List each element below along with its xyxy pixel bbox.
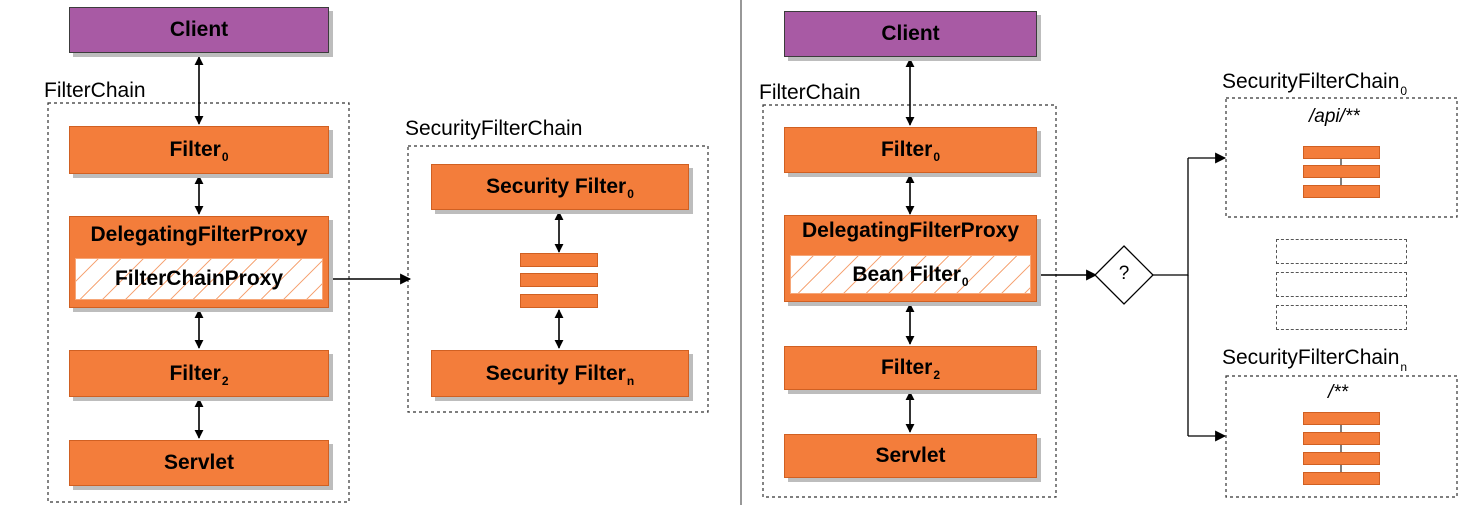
placeholder-chain-3	[1276, 305, 1407, 330]
security-filtern-name: Security Filter	[485, 361, 626, 385]
filter-stack-stripe-1	[520, 253, 598, 267]
filterchain-label-right-text: FilterChain	[759, 81, 861, 104]
client-label-right: Client	[881, 22, 940, 45]
filter0-name-left: Filter	[169, 138, 221, 161]
client-box-right: Client	[784, 11, 1037, 57]
sfc0-stripe-3	[1303, 185, 1380, 198]
placeholder-chain-1	[1276, 239, 1407, 264]
delegating-label-left: DelegatingFilterProxy	[90, 223, 308, 246]
sfc0-stripe-2	[1303, 165, 1380, 178]
sfc-label-text: SecurityFilterChain	[405, 117, 583, 140]
servlet-label-left: Servlet	[163, 451, 235, 474]
filter2-name-right: Filter	[880, 356, 933, 379]
filter0-sub-left: 0	[221, 150, 229, 164]
sfcn-label: SecurityFilterChainn	[1222, 346, 1407, 374]
filter-stack-stripe-2	[520, 273, 598, 287]
filter-stack-stripe-3	[520, 294, 598, 308]
sfcn-sub: n	[1400, 360, 1408, 374]
sfcn-name: SecurityFilterChain	[1222, 346, 1400, 369]
servlet-box-left: Servlet	[69, 440, 329, 486]
filter2-name-left: Filter	[169, 361, 221, 385]
servlet-label-right: Servlet	[875, 444, 946, 467]
sfcn-pattern: /**	[1328, 382, 1349, 403]
decision-diamond	[1094, 245, 1154, 305]
decision-branch	[1153, 158, 1189, 276]
sfcn-stripe-4	[1303, 472, 1380, 485]
filter0-name-right: Filter	[880, 138, 933, 161]
sfc-label: SecurityFilterChain	[405, 117, 582, 141]
filterchain-label-left: FilterChain	[44, 79, 146, 103]
bean-filter0-name: Bean Filter	[852, 262, 961, 286]
sfc0-stripe-1	[1303, 146, 1380, 159]
filter2-sub-left: 2	[221, 373, 229, 388]
delegating-filter-proxy-left: DelegatingFilterProxy FilterChainProxy	[69, 216, 329, 308]
servlet-box-right: Servlet	[784, 434, 1037, 478]
decision-label: ?	[1118, 263, 1130, 284]
bean-filter0-sub: 0	[961, 274, 969, 289]
securityfilterchainn-container	[1225, 375, 1458, 498]
sfcn-stripe-2	[1303, 432, 1380, 445]
sfc0-sub: 0	[1400, 84, 1408, 98]
security-filtern-sub: n	[626, 373, 635, 388]
filterchainproxy-label: FilterChainProxy	[114, 267, 284, 290]
sfc0-name: SecurityFilterChain	[1222, 70, 1400, 93]
client-box-left: Client	[69, 7, 329, 53]
sfc0-pattern: /api/**	[1309, 106, 1360, 127]
filter2-sub-right: 2	[933, 368, 941, 382]
filterchain-label-left-text: FilterChain	[44, 79, 146, 102]
sfc0-label: SecurityFilterChain0	[1222, 70, 1407, 98]
filterchainproxy-box: FilterChainProxy	[75, 258, 323, 300]
filter0-sub-right: 0	[933, 150, 941, 164]
filterchain-label-right: FilterChain	[759, 81, 861, 105]
sfcn-stripe-3	[1303, 452, 1380, 465]
client-label-left: Client	[169, 18, 229, 41]
security-filter0-sub: 0	[627, 187, 634, 201]
securityfilterchain0-container	[1225, 97, 1458, 218]
security-filter0-name: Security Filter	[486, 175, 627, 198]
delegating-label-right: DelegatingFilterProxy	[801, 219, 1020, 242]
placeholder-chain-2	[1276, 272, 1407, 297]
sfcn-stripe-1	[1303, 412, 1380, 425]
